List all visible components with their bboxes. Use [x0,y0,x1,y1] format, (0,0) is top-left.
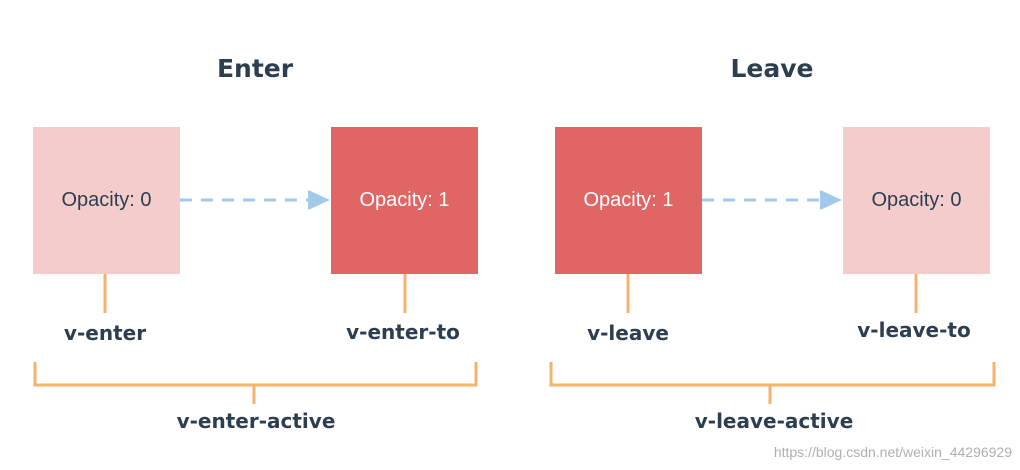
enter-to-box-label: Opacity: 1 [359,189,450,211]
v-leave-to-label: v-leave-to [857,318,971,342]
leave-to-box: Opacity: 0 [843,127,990,274]
leave-from-box-label: Opacity: 1 [583,189,674,211]
enter-arrow [180,190,330,210]
enter-from-box: Opacity: 0 [33,127,180,274]
v-leave-active-label: v-leave-active [694,409,854,433]
leave-arrow [702,190,842,210]
leave-to-box-label: Opacity: 0 [871,189,962,211]
v-enter-label: v-enter [63,321,147,345]
leave-active-bracket [549,362,996,404]
v-enter-to-label: v-enter-to [346,320,460,344]
enter-to-box: Opacity: 1 [331,127,478,274]
leave-title: Leave [730,54,814,83]
v-enter-active-label: v-enter-active [176,409,336,433]
enter-active-bracket [33,362,478,404]
enter-from-box-label: Opacity: 0 [61,189,152,211]
leave-from-box: Opacity: 1 [555,127,702,274]
watermark: https://blog.csdn.net/weixin_44296929 [773,444,1012,460]
v-leave-label: v-leave [587,321,669,345]
enter-title: Enter [216,54,294,83]
